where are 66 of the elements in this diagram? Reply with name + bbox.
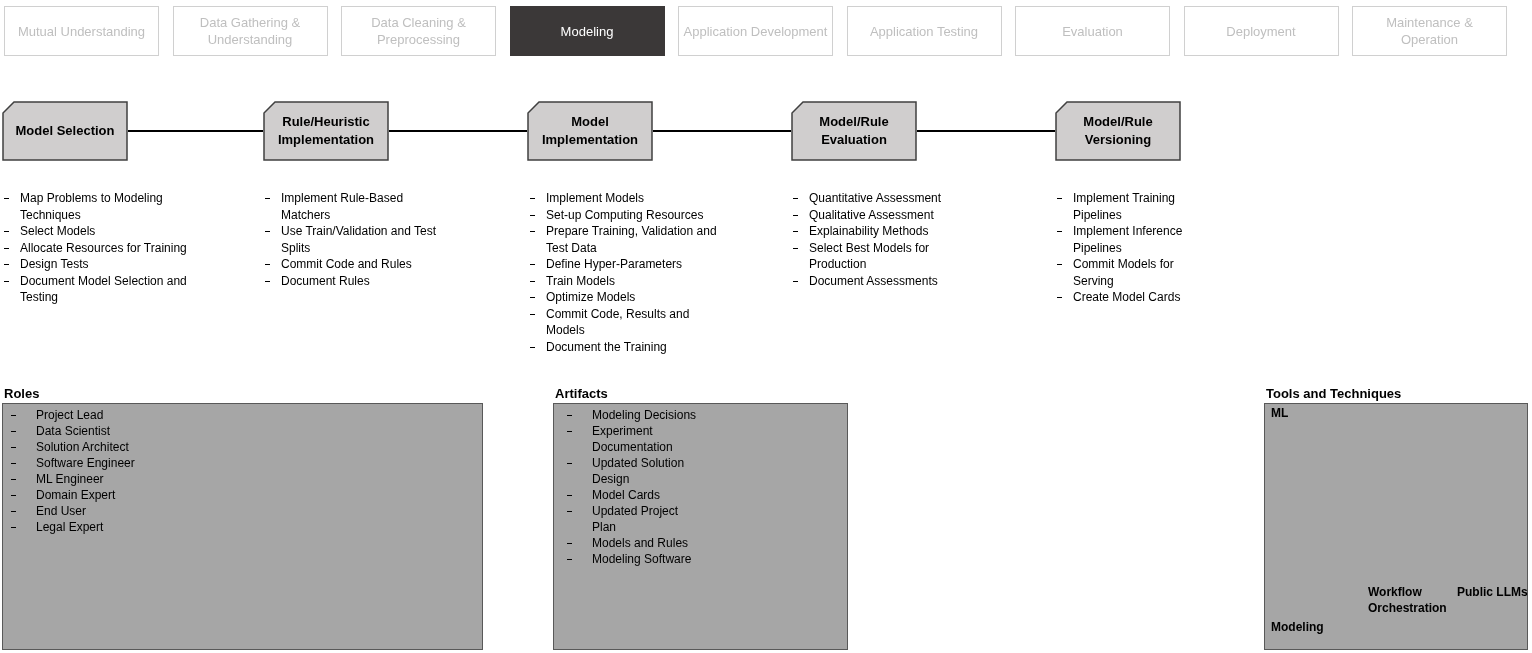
list-item: Document Rules: [281, 272, 370, 289]
list-item: Commit Code, Results and Models: [546, 305, 691, 339]
category-heading: Public LLMs: [1457, 584, 1529, 600]
list-item: Explainability Methods: [809, 223, 929, 240]
list-item: Select Models: [20, 223, 96, 240]
list-item: Data Scientist: [36, 423, 112, 439]
list-item: Project Lead: [36, 407, 105, 423]
step-box: Model/Rule Versioning: [1055, 101, 1181, 161]
connector-line: [127, 130, 264, 132]
category-heading: ML: [1271, 405, 1290, 421]
list-item: Select Best Models for Production: [809, 239, 931, 273]
list-item: Commit Code and Rules: [281, 256, 412, 273]
list-item: Implement Models: [546, 190, 645, 207]
active-phase-box: Modeling: [509, 6, 665, 56]
phase-box: Evaluation: [1015, 6, 1170, 56]
category-heading: Workflow Orchestration: [1368, 584, 1448, 616]
list-item: Train Models: [546, 272, 615, 289]
list-item: Updated Solution Design: [592, 455, 686, 487]
list-item: Allocate Resources for Training: [20, 239, 187, 256]
list-item: Experiment Documentation: [592, 423, 674, 455]
list-item: Document the Training: [546, 338, 667, 355]
list-item: Document Assessments: [809, 272, 938, 289]
step-box: Model/Rule Evaluation: [791, 101, 917, 161]
phase-box: Data Cleaning & Preprocessing: [341, 6, 496, 56]
list-item: Use Train/Validation and Test Splits: [281, 223, 437, 256]
phase-box: Application Testing: [846, 6, 1002, 56]
phase-box: Mutual Understanding: [4, 6, 159, 56]
list-item: Set-up Computing Resources: [546, 206, 704, 223]
step-box: Rule/Heuristic Implementation: [263, 101, 389, 161]
list-item: Optimize Models: [546, 289, 636, 306]
list-item: ML Engineer: [36, 471, 105, 487]
list-item: Define Hyper-Parameters: [546, 256, 683, 273]
list-item: Domain Expert: [36, 487, 117, 503]
list-item: End User: [36, 503, 88, 519]
phase-box: Data Gathering & Understanding: [172, 6, 328, 56]
phase-box: Maintenance & Operation: [1352, 6, 1507, 56]
list-item: Implement Rule-Based Matchers: [281, 190, 405, 223]
connector-line: [652, 130, 792, 132]
list-item: Model Cards: [592, 487, 662, 503]
list-item: Software Engineer: [36, 455, 136, 471]
list-item: Quantitative Assessment: [809, 190, 942, 207]
list-item: Solution Architect: [36, 439, 130, 455]
step-box: Model Selection: [2, 101, 128, 161]
list-item: Document Model Selection and Testing: [20, 272, 188, 306]
list-item: Legal Expert: [36, 519, 105, 535]
list-item: Create Model Cards: [1073, 289, 1181, 306]
list-item: Updated Project Plan: [592, 503, 680, 535]
panel-heading: Roles: [4, 386, 40, 402]
list-item: Design Tests: [20, 256, 89, 273]
list-item: Implement Inference Pipelines: [1073, 223, 1184, 256]
list-item: Qualitative Assessment: [809, 206, 934, 223]
phase-box: Deployment: [1183, 6, 1339, 56]
list-item: Map Problems to Modeling Techniques: [20, 190, 164, 223]
step-box: Model Implementation: [527, 101, 653, 161]
list-item: Modeling Decisions: [592, 407, 698, 423]
panel-heading: Artifacts: [555, 386, 608, 402]
list-item: Models and Rules: [592, 535, 690, 551]
phase-box: Application Development: [678, 6, 833, 56]
list-item: Prepare Training, Validation and Test Data: [546, 223, 718, 256]
connector-line: [388, 130, 528, 132]
category-heading: Modeling: [1271, 619, 1325, 635]
list-item: Modeling Software: [592, 551, 693, 567]
connector-line: [916, 130, 1056, 132]
list-item: Commit Models for Serving: [1073, 256, 1175, 289]
list-item: Implement Training Pipelines: [1073, 190, 1177, 223]
panel-heading: Tools and Techniques: [1266, 386, 1402, 402]
